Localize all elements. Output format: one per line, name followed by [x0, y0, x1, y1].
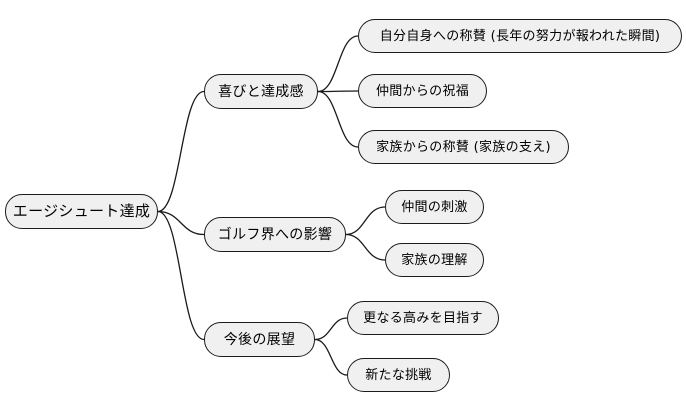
node-leaf-2-1-label: 仲間の刺激 — [401, 199, 468, 215]
edge-root-to-branch-3 — [157, 210, 205, 341]
node-leaf-3-1[interactable]: 更なる高みを目指す — [347, 301, 499, 335]
edge-root-to-branch-2 — [157, 210, 205, 236]
node-leaf-2-2[interactable]: 家族の理解 — [385, 243, 484, 277]
node-branch-1-label: 喜びと達成感 — [218, 83, 304, 100]
node-root[interactable]: エージシュート達成 — [5, 194, 158, 229]
node-leaf-1-3[interactable]: 家族からの称賛 (家族の支え) — [358, 130, 569, 164]
node-root-label: エージシュート達成 — [12, 202, 151, 220]
node-leaf-2-2-label: 家族の理解 — [401, 252, 468, 268]
node-branch-1[interactable]: 喜びと達成感 — [204, 74, 318, 109]
node-leaf-1-1-label: 自分自身への称賛 (長年の努力が報われた瞬間) — [379, 28, 661, 44]
node-leaf-1-3-label: 家族からの称賛 (家族の支え) — [376, 139, 551, 155]
edge-branch-2-to-leaf-2-2 — [345, 233, 386, 261]
node-branch-2-label: ゴルフ界への影響 — [217, 226, 333, 243]
edge-branch-3-to-leaf-3-2 — [314, 338, 348, 376]
node-leaf-1-1[interactable]: 自分自身への称賛 (長年の努力が報われた瞬間) — [358, 19, 682, 53]
node-leaf-3-2-label: 新たな挑戦 — [365, 367, 432, 383]
edge-branch-1-to-leaf-1-2 — [317, 90, 359, 93]
node-branch-3[interactable]: 今後の展望 — [204, 322, 315, 357]
edge-branch-2-to-leaf-2-1 — [345, 206, 386, 236]
node-leaf-1-2[interactable]: 仲間からの祝福 — [358, 74, 487, 108]
edge-root-to-branch-1 — [157, 90, 205, 213]
edge-branch-3-to-leaf-3-1 — [314, 317, 348, 341]
edge-branch-1-to-leaf-1-1 — [317, 35, 359, 93]
node-leaf-1-2-label: 仲間からの祝福 — [375, 83, 470, 99]
edge-branch-1-to-leaf-1-3 — [317, 90, 359, 148]
node-leaf-3-2[interactable]: 新たな挑戦 — [347, 358, 450, 392]
node-leaf-2-1[interactable]: 仲間の刺激 — [385, 190, 484, 224]
node-branch-2[interactable]: ゴルフ界への影響 — [204, 217, 346, 252]
node-branch-3-label: 今後の展望 — [223, 331, 296, 348]
node-leaf-3-1-label: 更なる高みを目指す — [363, 310, 483, 326]
